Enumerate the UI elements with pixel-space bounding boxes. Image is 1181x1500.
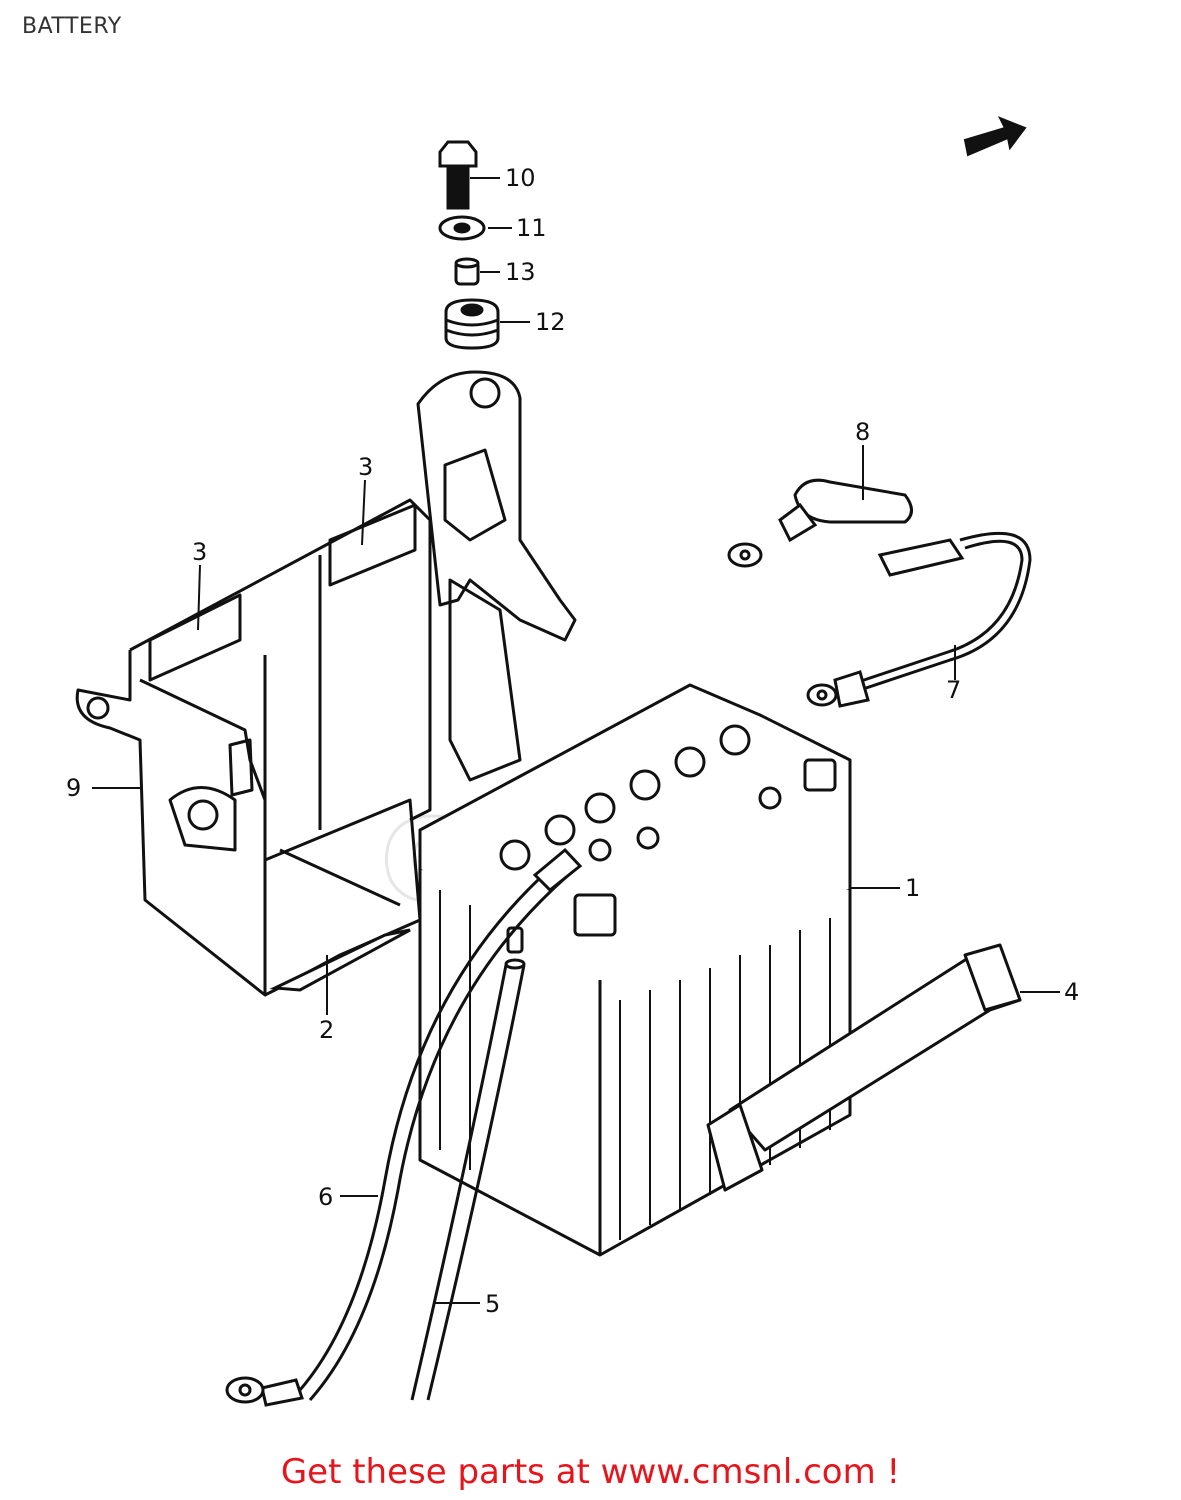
callout-3-left: 3 [192,538,207,566]
part-negative-lead[interactable] [225,847,583,1407]
part-breather-hose[interactable] [410,958,526,1401]
part-battery-holder[interactable] [75,370,577,997]
part-tray-pad[interactable] [269,928,411,992]
callout-11: 11 [516,214,547,242]
callout-labels: 10 11 13 12 8 3 3 9 1 4 7 2 6 5 [66,164,1079,1318]
callout-leaders [92,177,1060,1304]
callout-4: 4 [1064,978,1079,1006]
part-terminal-cap[interactable] [727,478,913,568]
page-title: BATTERY [22,14,122,39]
callout-13: 13 [505,258,536,286]
callout-1: 1 [905,874,920,902]
callout-6: 6 [318,1183,333,1211]
callout-3-right: 3 [358,453,373,481]
callout-12: 12 [535,308,566,336]
cmsnl-parts-link[interactable]: Get these parts at www.cmsnl.com ! [280,1452,901,1492]
callout-10: 10 [505,164,536,192]
part-spacer[interactable] [454,257,480,286]
part-battery[interactable] [418,683,852,1257]
callout-2: 2 [319,1016,334,1044]
part-battery-band[interactable] [706,943,1022,1192]
callout-5: 5 [485,1290,500,1318]
part-cushion-grommet[interactable] [444,298,500,350]
callout-7: 7 [946,676,961,704]
part-washer[interactable] [438,215,486,241]
part-bolt[interactable] [438,140,478,210]
front-arrow-icon [963,116,1027,157]
callout-8: 8 [855,418,870,446]
part-positive-lead[interactable] [806,531,1032,708]
callout-nine: 9 [66,774,81,802]
